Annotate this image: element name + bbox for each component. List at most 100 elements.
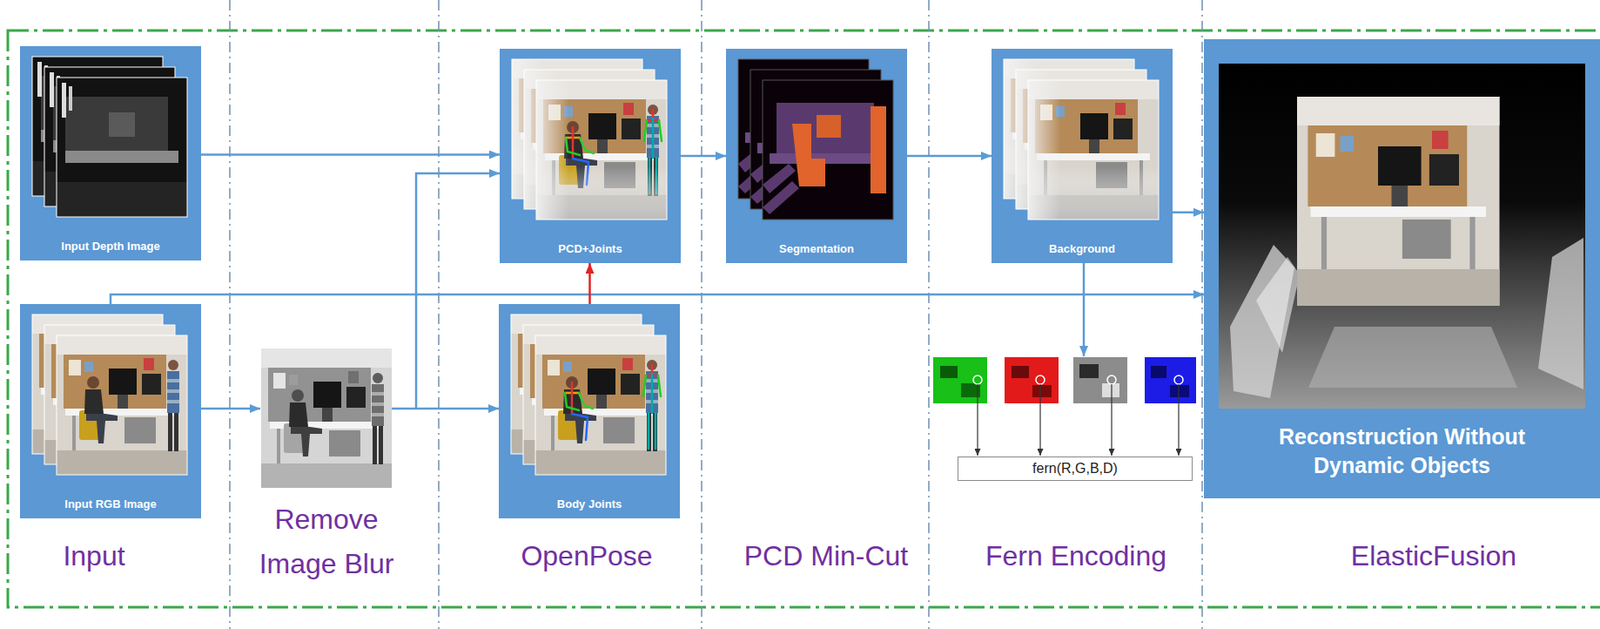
fern-sample-arrow	[976, 383, 978, 456]
stage-label-text: Fern Encoding	[985, 533, 1167, 579]
node-label: Reconstruction Without Dynamic Objects	[1236, 422, 1568, 479]
node-label: Input Depth Image	[60, 239, 160, 254]
background-frames	[1028, 80, 1159, 220]
fern-channel-image	[1144, 356, 1197, 404]
stage-label-text: OpenPose	[520, 533, 653, 579]
process-box: Background	[991, 48, 1173, 263]
fern-channel-image	[1107, 375, 1116, 384]
pose-frames	[498, 303, 680, 518]
column-separator	[927, 0, 930, 629]
deblur-wire	[416, 173, 500, 409]
input-box: Input Depth Image	[20, 46, 202, 261]
fern-channel-image	[1011, 365, 1029, 378]
fern-channel-image	[1102, 383, 1120, 397]
deblur-wire	[1082, 262, 1086, 357]
stage-label: Fern Encoding	[985, 533, 1167, 579]
column-separator	[437, 0, 440, 629]
depth-frames	[20, 46, 202, 261]
encoding-box: fern(R,G,B,D)	[957, 456, 1193, 481]
node-label: Input RGB Image	[64, 497, 156, 511]
process-box: PCD+Joints	[499, 48, 681, 263]
node-label: Segmentation	[779, 242, 854, 256]
pose-frames	[535, 335, 666, 475]
rgb-frames	[56, 335, 188, 475]
deblur-wire	[201, 407, 261, 411]
pointcloud-frames	[536, 80, 667, 220]
flow-arrow	[588, 262, 592, 304]
stage-label-text: Input	[62, 533, 125, 579]
flow-arrow	[1172, 211, 1204, 215]
pointcloud-frames	[536, 80, 667, 220]
stage-label: ElasticFusion	[1351, 533, 1517, 579]
pointcloud-frames	[536, 80, 667, 220]
deblurred-image	[261, 348, 392, 488]
reconstruction-render	[1308, 326, 1518, 388]
stage-label-text: PCD Min-Cut	[744, 533, 908, 579]
rgb-frames	[20, 303, 202, 518]
stage-label-text: ElasticFusion	[1351, 533, 1517, 579]
segmentation-frames	[726, 48, 908, 263]
column-separator	[228, 0, 231, 629]
fern-sample-arrow	[1039, 383, 1041, 456]
fern-sample-arrow	[1177, 383, 1179, 456]
reconstruction-render	[1297, 96, 1500, 306]
fern-channel-image	[973, 375, 1184, 384]
node-label: Background	[1048, 242, 1116, 256]
fern-channel-image	[1073, 356, 1128, 404]
fern-channel-image	[933, 356, 988, 404]
segmentation-frames	[762, 80, 894, 220]
stage-label: PCD Min-Cut	[744, 533, 908, 579]
flow-arrow	[680, 154, 727, 158]
fern-channel-image	[1169, 384, 1190, 397]
column-separator	[700, 0, 703, 629]
fern-channel-image	[973, 375, 982, 384]
depth-frames	[56, 77, 188, 217]
stage-label: Input	[62, 533, 125, 579]
reconstruction-render	[1218, 63, 1586, 409]
fern-sample-arrow	[1110, 383, 1112, 456]
pose-frames	[535, 335, 666, 475]
stage-label: Remove Image Blur	[252, 497, 401, 586]
segmentation-frames	[762, 80, 894, 220]
segmentation-frames	[762, 80, 894, 220]
fern-sample-arrow	[977, 383, 1179, 456]
process-box: Segmentation	[726, 48, 908, 263]
deblur-wire	[391, 407, 499, 411]
background-frames	[1028, 80, 1159, 220]
flow-arrow	[110, 294, 1204, 304]
pose-frames	[535, 335, 666, 475]
node-label: PCD+Joints	[557, 242, 622, 256]
stage-label-text: Remove Image Blur	[252, 497, 401, 586]
reconstruction-render	[1538, 237, 1584, 390]
deblurred-image	[261, 348, 392, 488]
node-label: Body Joints	[557, 497, 622, 511]
fern-channel-image	[1032, 384, 1052, 397]
process-box: Body Joints	[498, 303, 680, 518]
result-panel: Reconstruction Without Dynamic Objects	[1203, 39, 1600, 498]
input-box: Input RGB Image	[20, 303, 202, 518]
fern-channel-image	[1174, 375, 1184, 384]
pointcloud-frames	[499, 48, 681, 263]
fern-channel-image	[1035, 375, 1045, 384]
column-separator	[1201, 0, 1204, 629]
fern-channel-image	[1079, 363, 1099, 378]
stage-label: OpenPose	[520, 533, 653, 579]
reconstruction-render	[1256, 256, 1300, 353]
column-separator	[229, 0, 1203, 629]
reconstruction-render	[1297, 96, 1500, 306]
depth-frames	[56, 77, 188, 217]
fern-channel-image	[933, 356, 1197, 404]
background-frames	[991, 48, 1173, 263]
flow-arrow	[201, 153, 500, 156]
fern-channel-image	[1150, 365, 1167, 378]
rgb-frames	[56, 335, 188, 475]
flow-arrow	[907, 154, 992, 158]
outer-frame	[7, 30, 1600, 607]
node-label: fern(R,G,B,D)	[1032, 460, 1118, 477]
fern-channel-image	[940, 365, 958, 378]
rgb-frames	[56, 335, 188, 475]
fern-channel-image	[1004, 356, 1059, 404]
depth-frames	[56, 77, 188, 217]
background-frames	[1028, 80, 1159, 220]
